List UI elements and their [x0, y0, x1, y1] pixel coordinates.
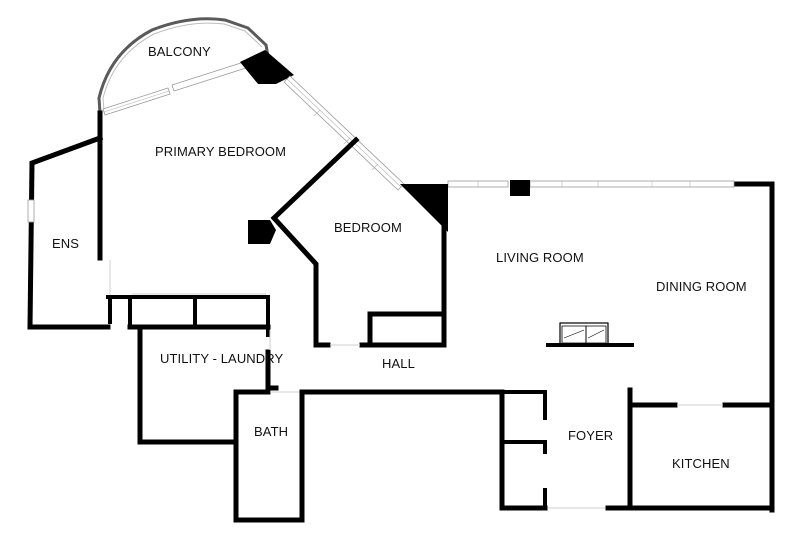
bath-walls: [233, 389, 305, 523]
diagonal-window: [283, 75, 405, 191]
living-east-wall: [731, 181, 775, 513]
closet-walls: [106, 295, 270, 337]
room-label-balcony: BALCONY: [148, 44, 211, 59]
room-label-foyer: FOYER: [568, 428, 613, 443]
room-label-bath: BATH: [254, 424, 288, 439]
room-label-utility-laundry: UTILITY - LAUNDRY: [160, 351, 284, 366]
living-corner-pier: [400, 184, 448, 232]
ens-window: [27, 199, 35, 223]
balcony-railing-inner: [102, 22, 263, 111]
living-windows: [447, 180, 735, 188]
bedroom-walls: [270, 136, 360, 348]
living-column: [510, 180, 530, 196]
ens-walls: [27, 134, 111, 330]
hall-south-wall: [299, 389, 548, 511]
room-label-primary-bedroom: PRIMARY BEDROOM: [155, 144, 286, 159]
room-label-hall: HALL: [382, 356, 415, 371]
balcony-column: [240, 50, 294, 84]
room-label-living-room: LIVING ROOM: [496, 250, 584, 265]
room-label-bedroom: BEDROOM: [334, 220, 402, 235]
bedroom-east-wall: [359, 185, 447, 348]
room-label-ens: ENS: [52, 236, 79, 251]
balcony-window: [102, 61, 247, 116]
kitchen-walls: [627, 387, 773, 511]
room-label-dining-room: DINING ROOM: [656, 279, 747, 294]
room-label-kitchen: KITCHEN: [672, 456, 730, 471]
bedroom-column: [248, 220, 276, 244]
fireplace: [546, 322, 634, 347]
utility-walls: [127, 324, 279, 445]
foyer-closet-walls: [500, 390, 547, 510]
balcony-railing: [97, 17, 270, 114]
